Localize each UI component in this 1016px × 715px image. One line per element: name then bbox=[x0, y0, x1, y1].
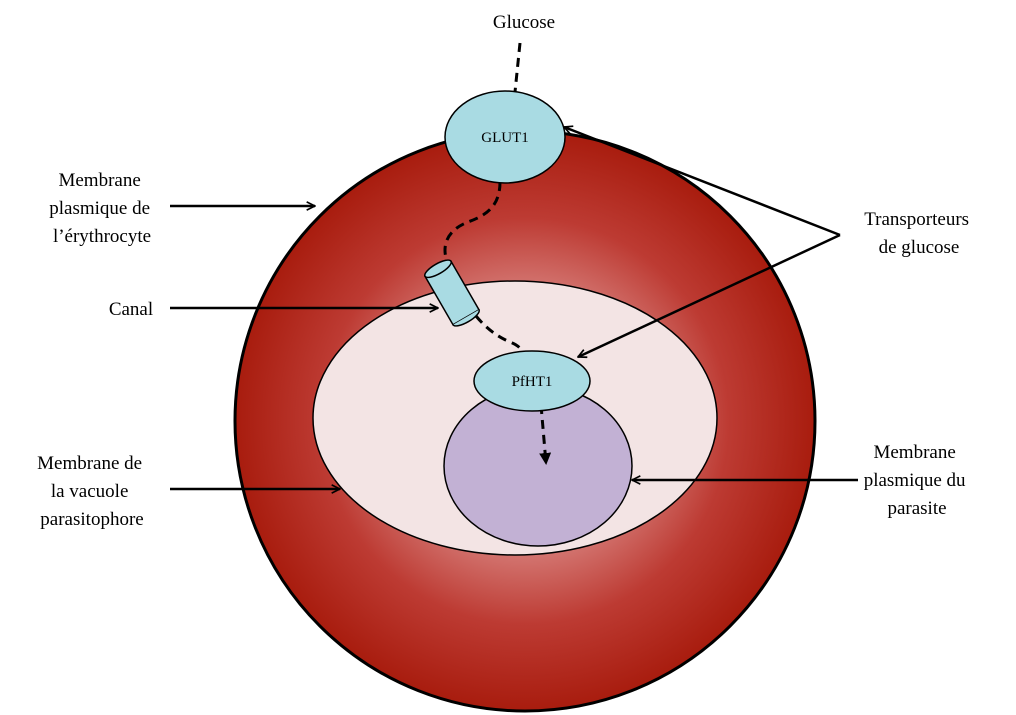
erythrocyte-membrane-label: Membrane plasmique de l’érythrocyte bbox=[49, 170, 155, 247]
glucose-path-outside bbox=[515, 43, 520, 92]
pfht1-label: PfHT1 bbox=[512, 374, 553, 390]
transporters-label: Transporteurs de glucose bbox=[864, 209, 974, 258]
vacuole-membrane-label: Membrane de la vacuole parasitophore bbox=[37, 453, 147, 530]
glut1-label: GLUT1 bbox=[481, 130, 529, 146]
glucose-label: Glucose bbox=[493, 12, 555, 33]
canal-label: Canal bbox=[109, 299, 153, 320]
parasite-membrane-label: Membrane plasmique du parasite bbox=[864, 442, 971, 519]
